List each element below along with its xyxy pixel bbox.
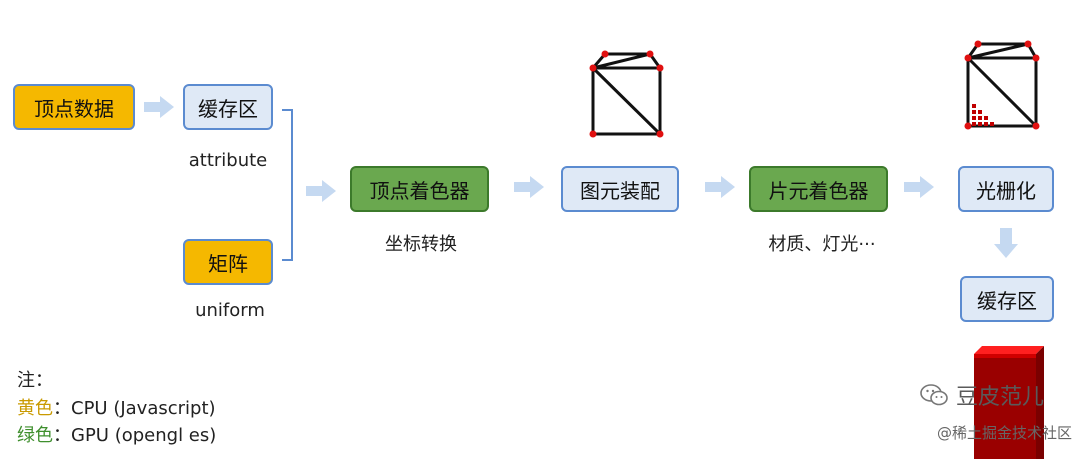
- arrow-down-to-buffer: [994, 228, 1018, 258]
- vertex-shader-label: 顶点着色器: [369, 178, 470, 203]
- rasterization-box: 光栅化: [958, 166, 1054, 212]
- materials-caption: 材质、灯光···: [768, 234, 876, 255]
- arrow-to-rasterization: [904, 176, 934, 198]
- legend-yellow-text: ：CPU (Javascript): [53, 398, 216, 419]
- coord-transform-caption: 坐标转换: [385, 234, 457, 255]
- fragment-shader-label: 片元着色器: [768, 178, 869, 203]
- legend-green-label: 绿色: [17, 425, 53, 446]
- buffer-2-label: 缓存区: [977, 288, 1037, 313]
- watermark-brand: 豆皮范儿: [920, 379, 1044, 411]
- watermark-brand-text: 豆皮范儿: [955, 385, 1044, 410]
- arrow-to-vertex-shader: [306, 180, 336, 202]
- matrix-label: 矩阵: [208, 251, 248, 276]
- buffer-box-2: 缓存区: [960, 276, 1054, 322]
- vertex-shader-box: 顶点着色器: [350, 166, 489, 212]
- wireframe-primitive-icon: [589, 50, 664, 138]
- primitive-assembly-label: 图元装配: [580, 178, 660, 203]
- legend-yellow: 黄色：CPU (Javascript): [17, 394, 216, 420]
- arrow-vertex-to-buffer: [144, 96, 174, 118]
- arrow-to-primitive-assembly: [514, 176, 544, 198]
- uniform-caption: uniform: [195, 300, 265, 321]
- buffer-1-label: 缓存区: [198, 96, 258, 121]
- vertex-data-label: 顶点数据: [34, 96, 114, 121]
- arrow-to-fragment-shader: [705, 176, 735, 198]
- input-bracket: [282, 109, 293, 261]
- rasterization-label: 光栅化: [976, 178, 1036, 203]
- vertex-data-box: 顶点数据: [13, 84, 135, 130]
- red-cube-icon: [974, 346, 1044, 459]
- rasterized-primitive-icon: [964, 40, 1040, 130]
- wechat-icon: [920, 384, 948, 406]
- attribute-caption: attribute: [188, 150, 268, 171]
- legend-title: 注：: [17, 370, 53, 391]
- matrix-box: 矩阵: [183, 239, 273, 285]
- primitive-assembly-box: 图元装配: [561, 166, 679, 212]
- buffer-box-1: 缓存区: [183, 84, 273, 130]
- raster-pixels: [972, 104, 994, 126]
- watermark-site: @稀土掘金技术社区: [936, 424, 1072, 442]
- legend-green: 绿色：GPU (opengl es): [17, 421, 216, 447]
- legend-green-text: ：GPU (opengl es): [53, 425, 217, 446]
- legend-yellow-label: 黄色: [17, 398, 53, 419]
- fragment-shader-box: 片元着色器: [749, 166, 888, 212]
